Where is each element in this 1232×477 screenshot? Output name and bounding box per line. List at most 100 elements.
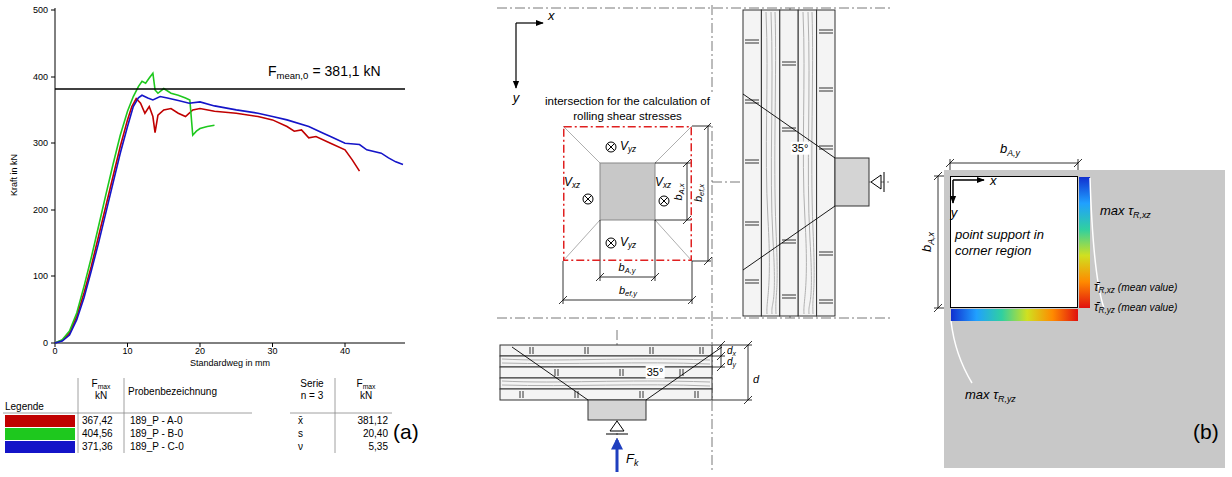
clt-section	[606, 434, 628, 435]
label-text: V	[564, 175, 572, 189]
label-text: ν	[298, 441, 303, 452]
subscript: A,x	[677, 184, 686, 195]
subscript: max	[363, 383, 376, 390]
label-text: d	[753, 373, 759, 385]
label-text: τ̄	[1094, 300, 1099, 314]
label-group: ν	[298, 441, 303, 453]
clt-section	[743, 10, 884, 316]
label-text: b	[919, 245, 934, 252]
label-group: y	[951, 206, 958, 221]
shear-force-symbol	[606, 238, 616, 248]
subscript: yz	[628, 145, 636, 154]
label-group: dx	[727, 345, 736, 358]
legend-text: 189_P - A-0	[130, 415, 183, 427]
label-text: y	[513, 90, 520, 105]
label-group: Kraft in kN	[9, 154, 19, 196]
label-text: kN	[360, 390, 372, 401]
subscript: ef,y	[625, 289, 637, 298]
load-curves	[55, 73, 403, 343]
clt-section	[512, 347, 722, 400]
label-group: max τR,yz	[965, 388, 1016, 404]
legend-text: 189_P - C-0	[130, 441, 184, 453]
label-text: n = 3	[301, 390, 324, 401]
point-support-square: point support in corner region	[950, 176, 1078, 308]
subscript: R,xz	[1099, 286, 1115, 295]
label-group: bef,x	[692, 184, 707, 202]
load-curves	[55, 95, 403, 343]
label-text: 100	[33, 271, 48, 281]
shear-force-symbol	[608, 144, 615, 151]
table-grid	[124, 378, 125, 453]
label-text: x̄	[298, 415, 303, 426]
label-group: max τR,xz	[1100, 204, 1151, 220]
label-text: b	[619, 284, 625, 296]
subscript: A,y	[625, 266, 636, 275]
label-text: Kraft in kN	[9, 154, 19, 196]
chart-axes	[51, 10, 55, 343]
clt-section	[502, 359, 710, 386]
label-text: d	[727, 356, 733, 367]
label-group: (b)	[1193, 420, 1219, 444]
shear-force-symbol	[606, 142, 616, 152]
center-lines	[497, 5, 892, 470]
label-group: kN	[95, 390, 107, 402]
clt-section	[500, 356, 712, 367]
label-group: 0	[52, 346, 57, 356]
box-heading: intersection for the calculation of roll…	[543, 94, 713, 123]
label-text: (mean value)	[1118, 302, 1177, 313]
label-group: Probenbezeichnung	[128, 386, 217, 398]
clt-section	[500, 345, 712, 356]
label-group: bef,y	[619, 284, 637, 299]
label-text: 35°	[792, 142, 809, 154]
subscript: max	[98, 383, 111, 390]
label-group: bA,y	[1000, 142, 1020, 158]
table-grid	[78, 378, 79, 453]
label-text: b	[692, 196, 704, 202]
clt-section	[817, 10, 835, 316]
label-text: 381,12	[357, 415, 388, 426]
label-text: F	[268, 63, 277, 79]
label-group: 35°	[646, 366, 665, 379]
clt-section	[500, 389, 712, 400]
label-text: (mean value)	[1118, 282, 1177, 293]
subscript: xz	[663, 181, 671, 190]
label-text: 400	[33, 72, 48, 82]
subscript: yz	[628, 241, 636, 250]
stress-plot	[951, 309, 1078, 321]
stress-plot	[944, 170, 1225, 468]
label-group: y	[513, 91, 520, 106]
label-text: 500	[33, 5, 48, 15]
chart-axes	[51, 8, 405, 347]
label-text: 300	[33, 138, 48, 148]
label-group: 381,12	[357, 415, 388, 427]
label-group: 20,40	[363, 428, 388, 440]
label-text: 35°	[647, 366, 664, 378]
label-text: Standardweg in mm	[190, 358, 270, 368]
clt-section	[743, 94, 835, 270]
label-group: n = 3	[301, 390, 324, 402]
label-text: F	[92, 378, 98, 389]
label-group: x̄	[298, 415, 303, 427]
subscript: A,x	[926, 232, 936, 245]
shear-force-symbol	[659, 196, 669, 206]
subscript: x	[733, 350, 736, 357]
label-group: 0	[43, 338, 48, 348]
label-group: 20	[195, 346, 205, 356]
clt-section	[500, 378, 712, 389]
label-text: 0	[52, 346, 57, 356]
label-group: 300	[33, 138, 48, 148]
clt-section	[745, 30, 833, 303]
dimension-lines	[692, 122, 712, 265]
clt-section	[766, 12, 814, 314]
legend-swatch	[5, 415, 75, 427]
label-group: 367,42	[82, 415, 113, 427]
dimension-lines	[655, 159, 691, 224]
shear-force-symbol	[583, 194, 593, 204]
subscript: A,y	[1007, 148, 1020, 158]
mean-line	[55, 88, 405, 90]
label-group: Vyz	[620, 236, 636, 251]
label-text: b	[619, 261, 625, 273]
label-group: bA,x	[672, 184, 687, 201]
